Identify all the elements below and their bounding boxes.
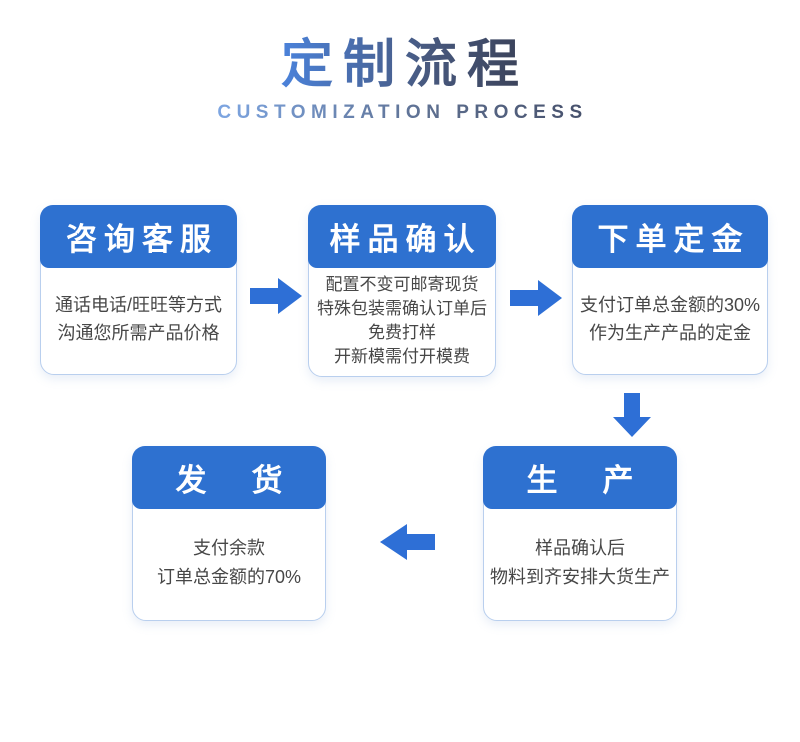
step-card-sample-description: 配置不变可邮寄现货 特殊包装需确认订单后 免费打样 开新模需付开模费 [309,268,495,376]
step-description-line: 支付余款 [193,537,265,558]
arrow-left-shape [380,524,435,560]
step-description-line: 开新模需付开模费 [334,347,470,366]
arrow-left-icon [380,524,435,560]
step-card-consult-description: 通话电话/旺旺等方式 沟通您所需产品价格 [41,268,236,374]
step-description-line: 作为生产产品的定金 [589,323,751,343]
step-card-sample: 样品确认 配置不变可邮寄现货 特殊包装需确认订单后 免费打样 开新模需付开模费 [308,205,496,377]
step-card-deposit: 下单定金 支付订单总金额的30% 作为生产产品的定金 [572,205,768,375]
page-subtitle: CUSTOMIZATION PROCESS [212,102,587,124]
arrow-right-icon [510,280,562,316]
step-card-deposit-description: 支付订单总金额的30% 作为生产产品的定金 [573,268,767,374]
step-description-line: 物料到齐安排大货生产 [490,566,670,587]
arrow-down-shape [613,393,651,437]
step-description-line: 订单总金额的70% [156,566,302,587]
step-description-line: 沟通您所需产品价格 [57,323,220,343]
arrow-right-shape [510,280,562,316]
step-description-line: 配置不变可邮寄现货 [325,275,479,294]
step-card-production: 生 产 样品确认后 物料到齐安排大货生产 [483,446,677,621]
arrow-right-icon [250,278,302,314]
arrow-right-shape [250,278,302,314]
step-card-sample-title: 样品确认 [308,205,496,268]
step-card-deposit-title: 下单定金 [572,205,768,268]
diagram-header: 定制流程 CUSTOMIZATION PROCESS [0,0,800,124]
step-card-production-description: 样品确认后 物料到齐安排大货生产 [484,509,676,620]
step-description-line: 样品确认后 [535,537,625,558]
arrow-down-icon [613,393,651,437]
step-description-line: 通话电话/旺旺等方式 [54,295,222,315]
step-card-production-title: 生 产 [483,446,677,509]
step-description-line: 特殊包装需确认订单后 [317,299,487,318]
step-description-line: 免费打样 [368,323,436,342]
step-card-consult: 咨询客服 通话电话/旺旺等方式 沟通您所需产品价格 [40,205,237,375]
page-title: 定制流程 [271,34,529,96]
step-card-shipping-description: 支付余款 订单总金额的70% [133,509,325,620]
step-card-shipping: 发 货 支付余款 订单总金额的70% [132,446,326,621]
step-card-consult-title: 咨询客服 [40,205,237,268]
step-card-shipping-title: 发 货 [132,446,326,509]
step-description-line: 支付订单总金额的30% [579,295,761,315]
